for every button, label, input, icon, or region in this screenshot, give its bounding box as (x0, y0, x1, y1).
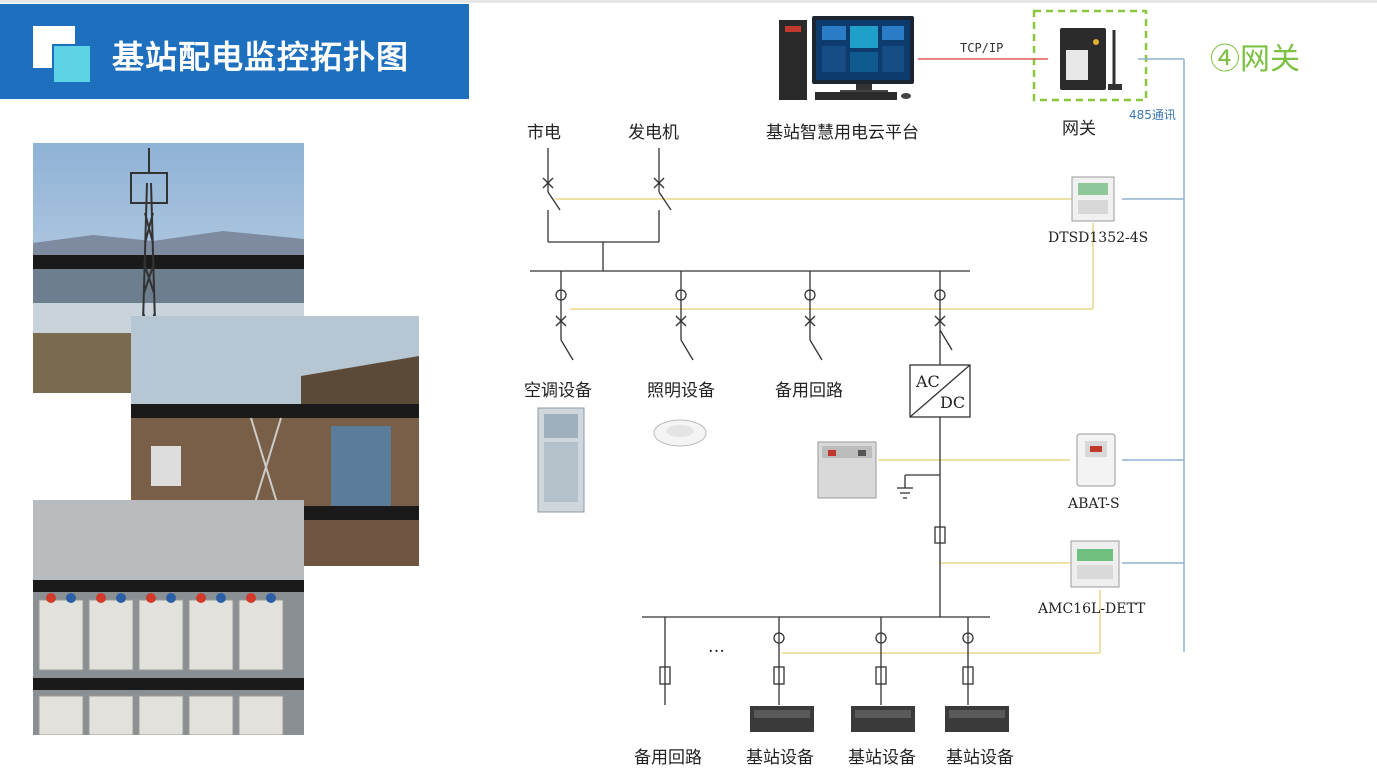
dc-spare-label: 备用回路 (634, 748, 702, 768)
source-switches (530, 148, 970, 272)
base-station-label: 基站设备 (946, 748, 1014, 768)
dc-ellipsis: … (708, 637, 725, 657)
rs485-bus (1122, 58, 1185, 652)
base-station-label: 基站设备 (848, 748, 916, 768)
spare-circuit-label: 备用回路 (775, 381, 843, 401)
base-station-equipment-icon (945, 706, 1009, 732)
tcp-ip-label: TCP/IP (960, 41, 1004, 55)
air-conditioner-icon (537, 407, 585, 513)
ac-dc-converter (897, 364, 971, 617)
abat-s-device-icon (1076, 433, 1116, 487)
dc-label: DC (940, 393, 966, 412)
gateway-label: 网关 (1062, 119, 1096, 139)
lighting-icon (647, 414, 713, 458)
ac-label: AC (916, 372, 940, 391)
meter-label: DTSD1352-4S (1048, 230, 1149, 246)
rs485-label: 485通讯 (1129, 108, 1176, 122)
generator-source-label: 发电机 (628, 123, 679, 143)
top-border (0, 0, 1377, 3)
gateway-device-icon (1060, 28, 1122, 90)
feeder-branches (555, 271, 953, 365)
lighting-label: 照明设备 (647, 381, 715, 401)
dc-bus (642, 616, 990, 705)
air-conditioner-label: 空调设备 (524, 381, 592, 401)
title-square-accent-icon (52, 44, 92, 84)
gateway-highlight-box (1032, 9, 1148, 102)
platform-computer-icon (779, 16, 914, 100)
photo-batteries (33, 500, 304, 735)
amc16l-label: AMC16L-DETT (1038, 601, 1146, 617)
base-station-equipment-icon (851, 706, 915, 732)
signal-lines (555, 198, 1101, 654)
base-station-label: 基站设备 (746, 748, 814, 768)
title-bar: 基站配电监控拓扑图 (0, 4, 469, 99)
amc16l-device-icon (1070, 540, 1120, 588)
page-title: 基站配电监控拓扑图 (112, 38, 410, 76)
base-station-equipment-icon (750, 706, 814, 732)
gateway-callout: ④网关 (1210, 42, 1300, 77)
dtsd1352-meter-icon (1071, 176, 1115, 222)
platform-label: 基站智慧用电云平台 (766, 123, 919, 143)
abat-s-label: ABAT-S (1068, 496, 1120, 512)
grid-source-label: 市电 (527, 123, 561, 143)
battery-icon (817, 441, 877, 499)
